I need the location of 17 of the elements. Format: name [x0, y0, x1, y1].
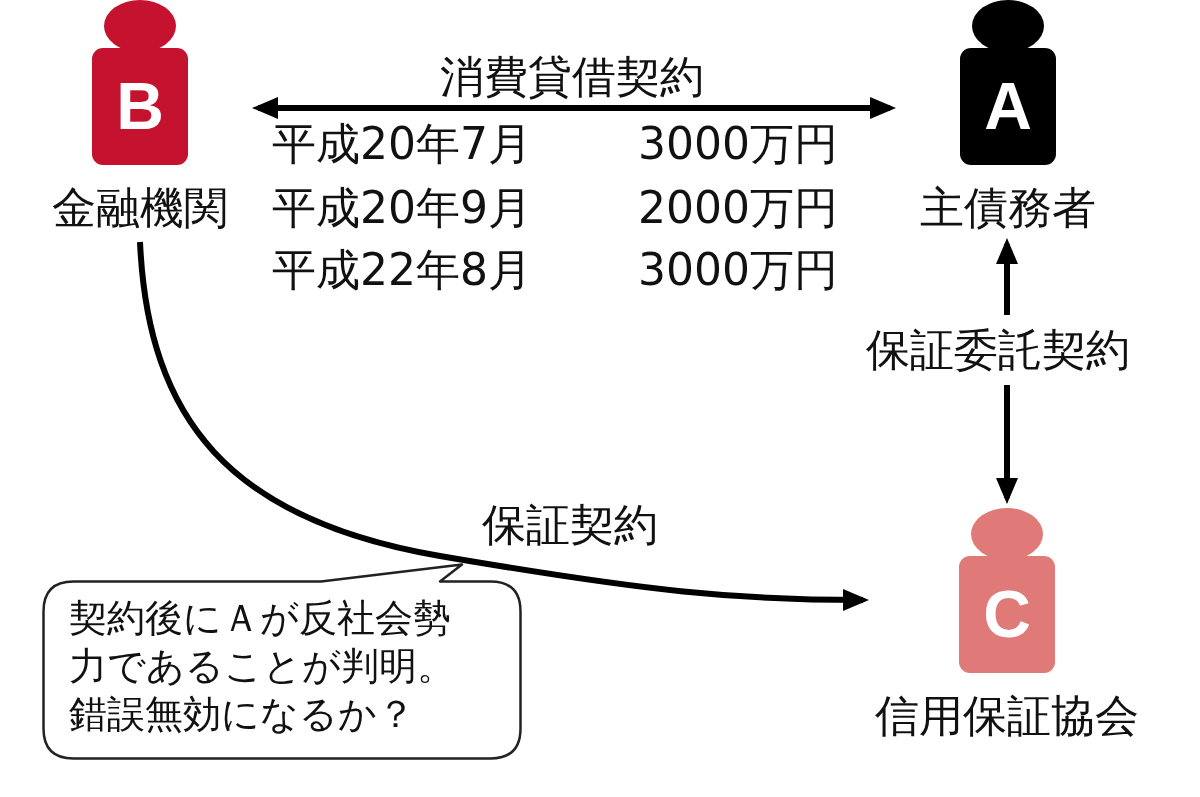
figure-letter: C [983, 581, 1031, 647]
amount-text: 3000万円 [638, 244, 838, 296]
amount-text: 3000万円 [638, 118, 838, 170]
figure-letter: A [984, 73, 1032, 139]
arrow [252, 97, 896, 119]
date-text: 平成22年8月 [272, 244, 532, 296]
amount-text: 2000万円 [638, 182, 838, 234]
figure-letter: B [116, 73, 164, 139]
speech-bubble [42, 563, 522, 760]
node-label: 金融機関 [52, 182, 228, 234]
arrow [137, 241, 869, 611]
date-text: 平成20年7月 [272, 118, 532, 170]
callout-text: 契約後にＡが反社会勢力であることが判明。錯誤無効になるか？ [69, 595, 456, 738]
node-label: 信用保証協会 [875, 690, 1139, 742]
edge-label: 消費貸借契約 [440, 52, 704, 102]
date-text: 平成20年9月 [272, 182, 532, 234]
node-label: 主債務者 [920, 182, 1096, 234]
